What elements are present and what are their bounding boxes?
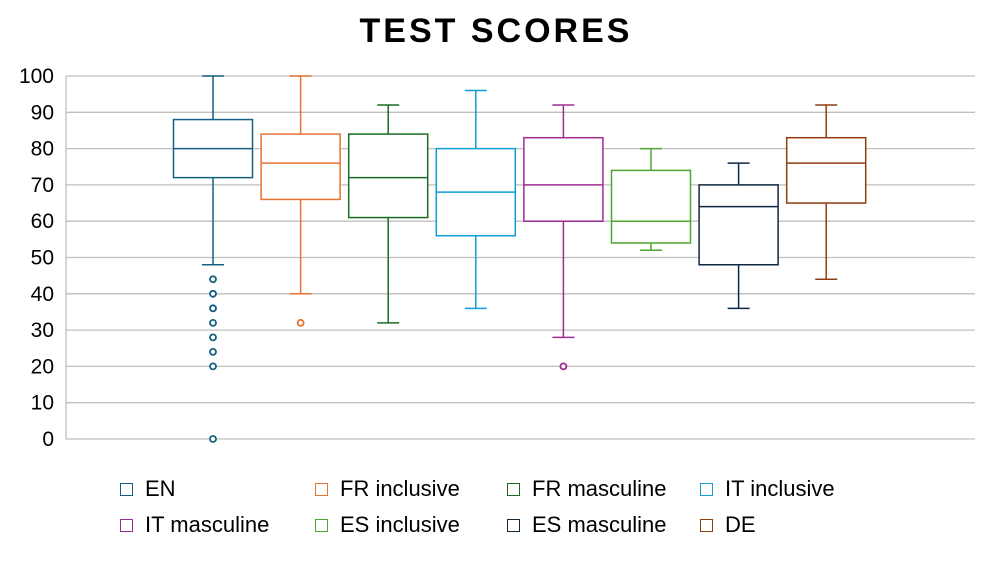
y-tick-label: 60: [31, 210, 54, 233]
legend-swatch: [315, 518, 328, 532]
legend-swatch: [120, 482, 133, 496]
outlier-point: [209, 362, 217, 371]
y-tick-label: 30: [31, 319, 54, 342]
legend-label: ES masculine: [532, 512, 667, 537]
legend-label: EN: [145, 476, 176, 501]
box-de: [785, 136, 867, 204]
legend-swatch: [700, 518, 713, 532]
legend-item: FR masculine: [507, 476, 666, 502]
legend-item: IT masculine: [120, 512, 269, 538]
legend-item: DE: [700, 512, 756, 538]
outlier-point: [209, 318, 217, 327]
outlier-point: [209, 304, 217, 313]
y-tick-label: 10: [31, 392, 54, 415]
y-tick-label: 90: [31, 101, 54, 124]
legend-swatch: [507, 482, 520, 496]
outlier-point: [209, 333, 217, 342]
outlier-point: [209, 275, 217, 284]
y-tick-label: 20: [31, 355, 54, 378]
box-es-masculine: [698, 184, 779, 266]
y-tick-label: 70: [31, 174, 54, 197]
legend-swatch: [700, 482, 713, 496]
legend-label: FR masculine: [532, 476, 667, 501]
outlier-point: [209, 435, 217, 443]
box-it-masculine: [523, 136, 604, 222]
legend-label: ES inclusive: [340, 512, 460, 537]
chart-title: TEST SCORES: [359, 12, 633, 50]
y-tick-label: 0: [42, 428, 54, 451]
legend-label: IT masculine: [145, 512, 270, 537]
outlier-point: [296, 318, 305, 327]
legend-swatch: [315, 482, 328, 496]
legend-item: IT inclusive: [700, 476, 835, 502]
legend-swatch: [507, 518, 520, 532]
legend-label: DE: [725, 512, 756, 537]
box-fr-masculine: [347, 133, 429, 219]
box-es-inclusive: [610, 169, 692, 244]
y-tick-label: 40: [31, 283, 54, 306]
outlier-point: [209, 347, 217, 356]
legend-label: FR inclusive: [340, 476, 460, 501]
legend-item: ES inclusive: [315, 512, 460, 538]
legend-item: FR inclusive: [315, 476, 460, 502]
legend-item: EN: [120, 476, 176, 502]
y-tick-label: 100: [19, 65, 54, 88]
box-fr-inclusive: [260, 133, 341, 201]
y-tick-label: 80: [31, 138, 54, 161]
outlier-point: [559, 362, 568, 371]
legend-label: IT inclusive: [725, 476, 835, 501]
outlier-point: [209, 289, 217, 298]
y-tick-label: 50: [31, 247, 54, 270]
legend-item: ES masculine: [507, 512, 667, 538]
legend-swatch: [120, 518, 133, 532]
